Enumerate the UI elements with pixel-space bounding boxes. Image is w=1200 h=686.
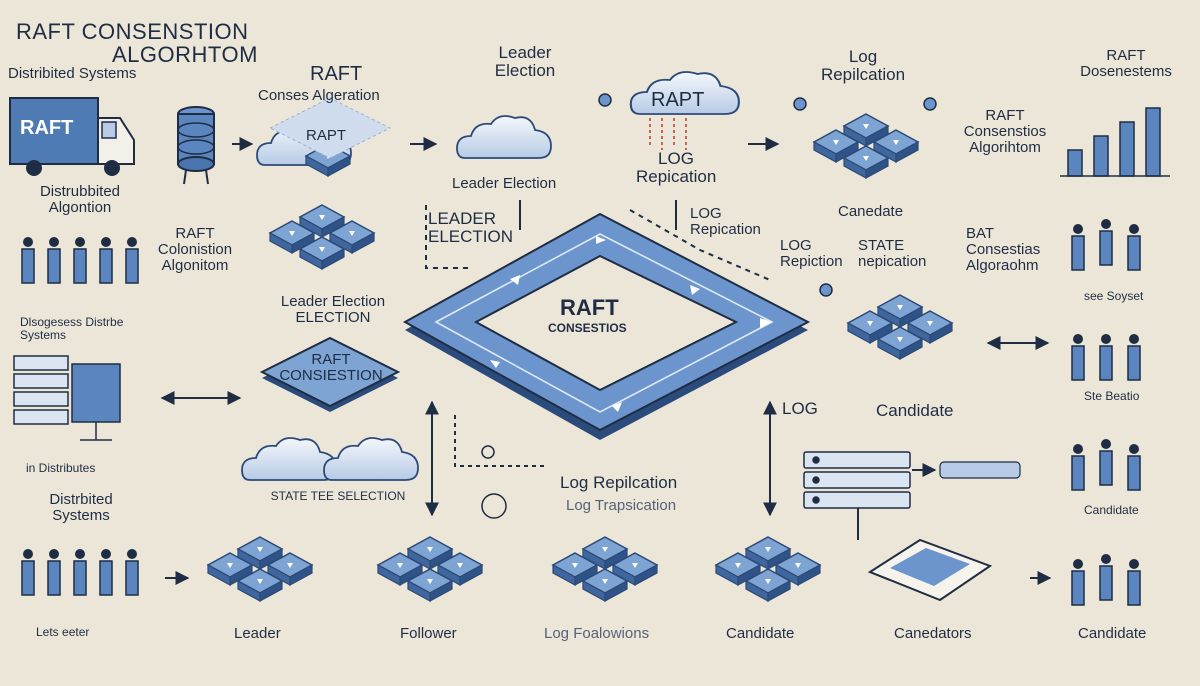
- node-cluster: [378, 537, 482, 601]
- label-distributed-systems: Distribited Systems: [8, 65, 137, 82]
- label-log-repilcation-bottom: Log Repilcation: [560, 473, 678, 492]
- server-icon: [13, 355, 121, 441]
- node-cluster: [553, 537, 657, 601]
- label-leader-election-left: Leader Election ELECTION: [280, 293, 386, 326]
- label-leader-election-caps: LEADER ELECTION: [428, 209, 514, 246]
- node-cluster: [848, 295, 952, 359]
- label-log-replication-mid: LOG Repication: [636, 149, 717, 186]
- node-cluster: [716, 537, 820, 601]
- label-ste-beatio: Ste Beatio: [1084, 389, 1140, 403]
- cloud-label-raft: RAPT: [651, 89, 705, 111]
- truck-label: RAFT: [20, 117, 74, 139]
- label-canedators: Canedators: [894, 625, 972, 642]
- label-leader-election-mid: Leader Election: [452, 175, 557, 192]
- label-state-nepication: STATE nepication: [858, 237, 927, 270]
- dashed-link-3: [454, 415, 548, 467]
- diagram-title: RAFT CONSENSTION ALGORHTOM: [16, 19, 258, 68]
- label-state-tee-selection: STATE TEE SELECTION: [270, 489, 406, 503]
- chip-label-rapt: RAPT: [306, 127, 347, 144]
- label-candidate-mid: Candidate: [876, 401, 954, 420]
- label-leader: Leader: [234, 625, 281, 642]
- server-icon: [939, 461, 1021, 479]
- database-icon: [177, 106, 215, 185]
- cloud-icon: [456, 115, 552, 159]
- server-icon: [803, 451, 911, 509]
- label-lets-eeter: Lets eeter: [36, 625, 90, 639]
- label-log-replication-top: Log Repilcation: [820, 47, 906, 84]
- dashed-link-1: [425, 205, 470, 269]
- node-cluster: [814, 114, 918, 178]
- raft-chip: [259, 336, 401, 412]
- label-log-repication-small: LOG Repication: [690, 205, 761, 238]
- label-canedate: Canedate: [838, 203, 904, 220]
- raft-chip-top: [268, 97, 392, 159]
- cloud-icon: [241, 437, 337, 481]
- label-distrubbited-algontion: Distrubbited Algontion: [39, 183, 121, 216]
- label-in-distributes: in Distributes: [26, 461, 96, 475]
- connectors: [160, 137, 1052, 585]
- label-leader-election-top: Leader Election: [494, 43, 556, 80]
- label-log-trapsication: Log Trapsication: [566, 497, 677, 514]
- cloud-icon: [323, 437, 419, 481]
- label-conses-algeration: Conses Algeration: [258, 87, 380, 104]
- label-follower: Follower: [400, 625, 457, 642]
- label-distributed-systems-left: Distrbited Systems: [49, 491, 113, 524]
- node-cluster: [208, 537, 312, 601]
- label-candidate-right-mid: Candidate: [1084, 503, 1139, 517]
- center-subtitle: CONSESTIOS: [548, 321, 627, 335]
- central-ring: [402, 212, 811, 440]
- chip-label-raft-consiestion: RAFT CONSIESTION: [279, 351, 383, 384]
- document-icon: [867, 538, 993, 602]
- label-bat-consestias: BAT Consestias Algoraohm: [966, 225, 1041, 274]
- indicator-dots: [481, 93, 937, 519]
- rain-lines: [649, 118, 687, 150]
- label-raft-consenstios: RAFT Consenstios Algorihtom: [963, 107, 1047, 156]
- label-log-foalowions: Log Foalowions: [544, 625, 650, 642]
- label-candidate-bottom: Candidate: [726, 625, 795, 642]
- label-log-repiction: LOG Repiction: [780, 237, 843, 270]
- center-title: RAFT: [560, 295, 619, 320]
- label-see-soyset: see Soyset: [1084, 289, 1144, 303]
- label-candidate-far-right: Candidate: [1078, 625, 1147, 642]
- label-raft: RAFT: [310, 63, 363, 85]
- dashed-link-2: [629, 209, 771, 281]
- truck-icon: [9, 97, 135, 176]
- label-raft-colonistion: RAFT Colonistion Algonitom: [157, 225, 233, 274]
- label-dist-systems: Dlsogesess Distrbe Systems: [20, 315, 124, 342]
- node-cluster: [270, 205, 374, 269]
- label-log-middle: LOG: [782, 399, 818, 418]
- bar-chart-icon: [1060, 107, 1170, 177]
